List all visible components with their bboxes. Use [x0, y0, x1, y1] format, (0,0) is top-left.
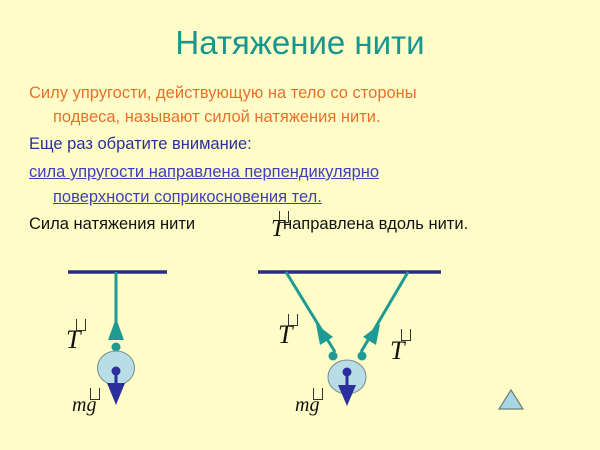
right-gravity-arrow-head [338, 385, 356, 406]
tension-direction-text-start: Сила натяжения нити [29, 215, 196, 233]
left-gravity-arrow-head [107, 383, 125, 405]
slide-title: Натяжение нити [175, 24, 425, 61]
right-gravity-vector-mark [313, 388, 323, 400]
rule-link-line-2[interactable]: поверхности соприкосновения тел. [53, 188, 322, 206]
triangle-up-icon[interactable] [497, 388, 525, 410]
next-slide-button[interactable] [497, 388, 527, 412]
definition-line-2: подвеса, называют силой натяжения нити. [53, 108, 381, 126]
right-tension-label-right: T [390, 336, 405, 365]
left-tension-vector-mark [76, 319, 86, 331]
left-tension-arrow-head [108, 318, 124, 340]
left-diagram [68, 270, 167, 405]
right-tension-right-vector-mark [401, 329, 411, 341]
right-diagram [258, 270, 441, 406]
left-thread-knot [111, 342, 121, 352]
right-tension-arrow-head-right [363, 324, 380, 345]
left-gravity-vector-mark [90, 388, 100, 400]
right-knot-left [328, 351, 338, 361]
right-tension-arrow-head-left [316, 324, 333, 345]
definition-line-1: Силу упругости, действующую на тело со с… [29, 84, 417, 102]
right-tension-left-vector-mark [288, 314, 298, 326]
attention-line: Еще раз обратите внимание: [29, 135, 252, 153]
vector-arrow-mark [279, 211, 289, 223]
tension-direction-text-end: направлена вдоль нити. [283, 215, 469, 233]
right-tension-label-left: T [278, 320, 293, 349]
left-tension-label: T [66, 325, 81, 354]
rule-link-line-1[interactable]: сила упругости направлена перпендикулярн… [29, 163, 380, 181]
right-knot-right [357, 351, 367, 361]
